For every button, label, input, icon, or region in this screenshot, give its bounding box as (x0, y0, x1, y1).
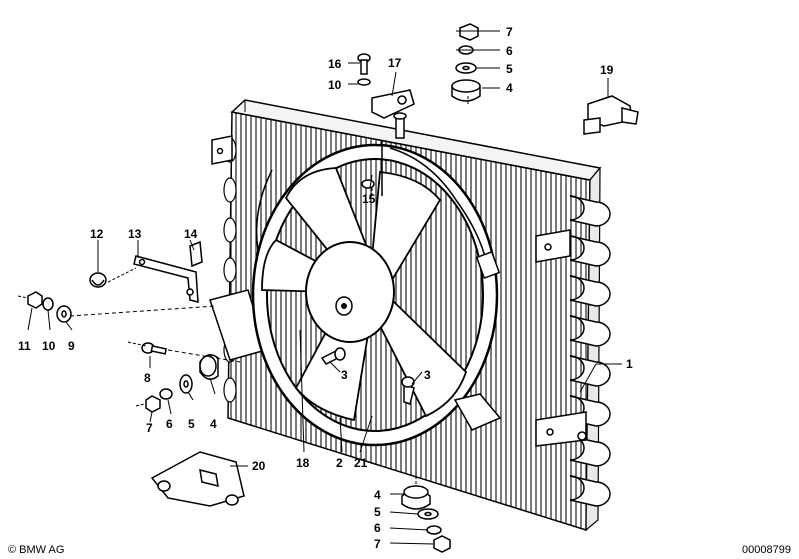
fan-wiring (381, 140, 501, 280)
bracket-13 (89, 240, 203, 303)
callout-6-bottom: 6 (374, 521, 381, 535)
callout-13: 13 (128, 227, 142, 241)
fan-screws (320, 347, 415, 405)
callout-7-bottom: 7 (374, 537, 381, 551)
sensor-19 (583, 95, 639, 135)
callout-9: 9 (68, 339, 75, 353)
callout-18: 18 (296, 456, 310, 470)
callout-4-top: 4 (506, 81, 513, 95)
callout-5-bottom: 5 (374, 505, 381, 519)
callout-5-top: 5 (506, 62, 513, 76)
top-mount (371, 89, 415, 139)
callout-2: 2 (336, 456, 343, 470)
clip-15 (361, 179, 375, 189)
bottom-stack (401, 485, 451, 553)
callout-4-left: 4 (210, 417, 217, 431)
bracket-20 (150, 451, 245, 507)
callout-6-top: 6 (506, 44, 513, 58)
fan-motor (305, 241, 395, 343)
callout-4-bottom: 4 (374, 488, 381, 502)
callout-21: 21 (354, 456, 368, 470)
left-stack (141, 342, 219, 413)
diagram-id-label: 00008799 (742, 544, 791, 556)
callout-8: 8 (144, 371, 151, 385)
callout-10-left: 10 (42, 339, 56, 353)
callout-10-top: 10 (328, 78, 342, 92)
callout-16: 16 (328, 57, 342, 71)
callout-6-left: 6 (166, 417, 173, 431)
top-stack (451, 23, 481, 102)
callout-11: 11 (18, 339, 31, 353)
callout-3-right: 3 (424, 368, 431, 382)
callout-12: 12 (90, 227, 104, 241)
callout-15: 15 (362, 192, 376, 206)
condenser-brackets (209, 135, 587, 447)
bolt-16 (357, 53, 371, 86)
callout-20: 20 (252, 459, 266, 473)
callout-19: 19 (600, 63, 614, 77)
callout-1: 1 (626, 357, 633, 371)
callout-5-left: 5 (188, 417, 195, 431)
callout-14: 14 (184, 227, 198, 241)
callout-3-left: 3 (341, 368, 348, 382)
leader-lines (17, 30, 622, 545)
callout-7-left: 7 (146, 421, 153, 435)
left-hardware (27, 291, 72, 323)
copyright-label: © BMW AG (8, 544, 65, 556)
callouts: 7 6 5 4 16 10 17 19 12 13 14 15 11 10 9 … (18, 25, 633, 551)
callout-7-top: 7 (506, 25, 513, 39)
callout-17: 17 (388, 56, 402, 70)
